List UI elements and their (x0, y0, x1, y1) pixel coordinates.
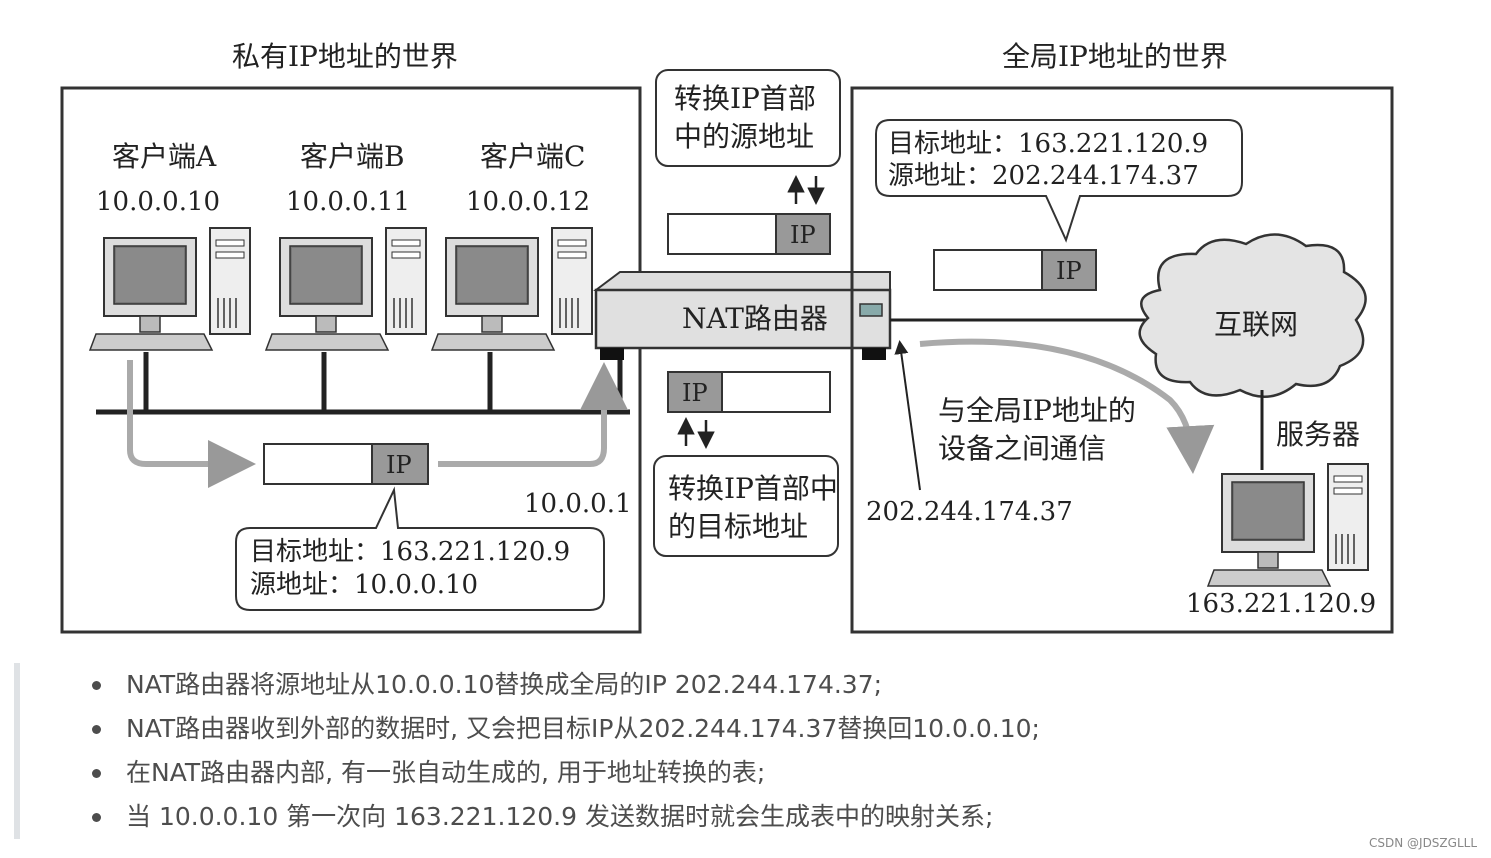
computer-icon (89, 227, 251, 351)
router-global-ip: 202.244.174.37 (866, 497, 1073, 527)
convert-source-note (655, 69, 841, 167)
client-ip: 10.0.0.12 (466, 187, 590, 217)
computer-icon (431, 227, 593, 351)
destination-address: 目标地址：163.221.120.9 (250, 537, 570, 567)
source-address: 源地址：10.0.0.10 (250, 570, 478, 600)
incoming-packet: IP (667, 371, 831, 413)
router-private-ip: 10.0.0.1 (524, 489, 632, 519)
client-ip: 10.0.0.10 (96, 187, 220, 217)
global-network-box (850, 86, 1394, 634)
lan-bus (96, 352, 630, 415)
explanation-list: NAT路由器将源地址从10.0.0.10替换成全局的IP 202.244.174… (14, 663, 1220, 839)
client-a: 客户端A 10.0.0.10 (89, 140, 251, 351)
flow-arrow (919, 338, 1215, 474)
nat-diagram: 私有IP地址的世界 客户端A 10.0.0.10 客户端B 10.0.0.11 … (60, 40, 1394, 634)
destination-address: 目标地址：163.221.120.9 (888, 129, 1208, 159)
callout-bubble (875, 119, 1243, 243)
client-c: 客户端C 10.0.0.12 (431, 140, 593, 351)
client-ip: 10.0.0.11 (286, 187, 410, 217)
nat-router-label: NAT路由器 (682, 302, 828, 335)
callout-bubble (235, 486, 605, 611)
ip-header-label: IP (1056, 257, 1082, 285)
private-network-box (60, 86, 642, 634)
client-label: 客户端C (480, 140, 585, 173)
internet-cloud-icon (1138, 233, 1367, 398)
list-item: NAT路由器将源地址从10.0.0.10替换成全局的IP 202.244.174… (20, 663, 1220, 707)
note-line: 转换IP首部 (674, 82, 816, 115)
source-address: 源地址：202.244.174.37 (888, 161, 1199, 191)
private-world-title: 私有IP地址的世界 (232, 40, 458, 73)
ip-header-label: IP (386, 451, 412, 479)
pointer-line (894, 340, 921, 491)
server-computer-icon (1207, 463, 1369, 587)
ip-header-label: IP (682, 379, 708, 407)
client-label: 客户端B (300, 140, 405, 173)
internet-label: 互联网 (1214, 308, 1298, 341)
global-packet: IP (933, 249, 1097, 291)
server-label: 服务器 (1276, 418, 1360, 451)
list-item: NAT路由器收到外部的数据时, 又会把目标IP从202.244.174.37替换… (20, 707, 1220, 751)
convert-destination-note (653, 455, 839, 557)
note-line: 的目标地址 (668, 510, 808, 543)
note-line: 转换IP首部中 (668, 472, 838, 505)
note-line: 中的源地址 (674, 120, 814, 153)
note-line: 设备之间通信 (938, 432, 1106, 465)
private-packet: IP (263, 443, 429, 485)
global-world-title: 全局IP地址的世界 (1002, 40, 1228, 73)
client-label: 客户端A (112, 140, 217, 173)
flow-arrow (438, 362, 628, 467)
flow-arrow (127, 360, 256, 488)
computer-icon (265, 227, 427, 351)
list-item: 当 10.0.0.10 第一次向 163.221.120.9 发送数据时就会生成… (20, 795, 1220, 839)
server-ip: 163.221.120.9 (1186, 589, 1376, 619)
nat-router: NAT路由器 (593, 271, 892, 360)
source-credit: CSDN @JDSZGLLL (1369, 836, 1477, 850)
outgoing-packet: IP (667, 213, 831, 255)
note-line: 与全局IP地址的 (938, 394, 1136, 427)
ip-header-label: IP (790, 221, 816, 249)
client-b: 客户端B 10.0.0.11 (265, 140, 427, 351)
list-item: 在NAT路由器内部, 有一张自动生成的, 用于地址转换的表; (20, 751, 1220, 795)
